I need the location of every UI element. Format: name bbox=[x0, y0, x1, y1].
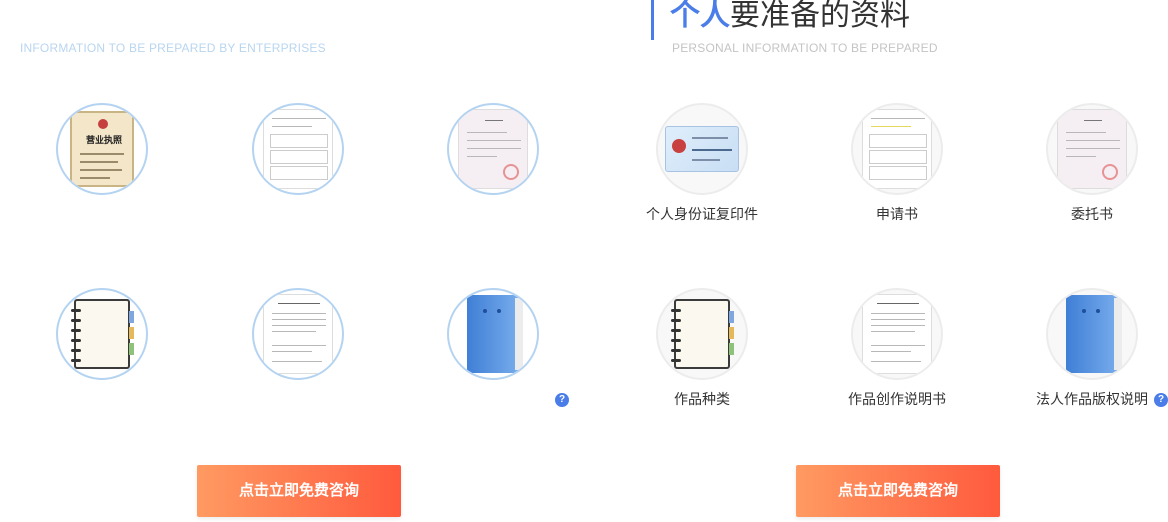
personal-item-id-copy: 个人身份证复印件 bbox=[612, 103, 792, 225]
notebook-icon bbox=[56, 288, 148, 380]
enterprise-item-business-license: 营业执照 bbox=[12, 103, 192, 195]
enterprise-item-application-form bbox=[208, 103, 388, 195]
description-document-icon bbox=[252, 288, 344, 380]
enterprise-item-description bbox=[208, 288, 388, 380]
help-icon[interactable]: ? bbox=[1154, 393, 1168, 407]
help-icon[interactable]: ? bbox=[555, 393, 569, 407]
power-of-attorney-icon bbox=[1046, 103, 1138, 195]
personal-title: 个人要准备的资料 bbox=[670, 0, 910, 36]
application-form-icon bbox=[252, 103, 344, 195]
enterprise-item-work-type bbox=[12, 288, 192, 380]
power-of-attorney-icon bbox=[447, 103, 539, 195]
license-heading: 营业执照 bbox=[85, 136, 122, 146]
title-accent-bar bbox=[651, 0, 654, 40]
blue-folder-icon bbox=[1046, 288, 1138, 380]
free-consult-button-personal[interactable]: 点击立即免费咨询 bbox=[796, 465, 1000, 517]
item-label: 委托书 bbox=[1071, 207, 1113, 223]
item-label: 个人身份证复印件 bbox=[646, 207, 758, 223]
item-label: 作品种类 bbox=[674, 392, 730, 408]
personal-item-description: 作品创作说明书 bbox=[807, 288, 987, 410]
enterprise-subtitle: INFORMATION TO BE PREPARED BY ENTERPRISE… bbox=[20, 41, 326, 55]
personal-item-power-of-attorney: 委托书 bbox=[1002, 103, 1168, 225]
personal-section: 个人要准备的资料 PERSONAL INFORMATION TO BE PREP… bbox=[584, 0, 1168, 522]
application-form-icon bbox=[851, 103, 943, 195]
personal-item-work-type: 作品种类 bbox=[612, 288, 792, 410]
item-label: 作品创作说明书 bbox=[848, 392, 946, 408]
enterprise-item-power-of-attorney bbox=[403, 103, 583, 195]
enterprise-section: INFORMATION TO BE PREPARED BY ENTERPRISE… bbox=[12, 41, 583, 517]
enterprise-item-copyright bbox=[403, 288, 583, 380]
blue-folder-icon bbox=[447, 288, 539, 380]
personal-title-highlight: 个人 bbox=[670, 0, 730, 33]
personal-subtitle: PERSONAL INFORMATION TO BE PREPARED bbox=[672, 41, 938, 55]
item-label: 申请书 bbox=[876, 207, 918, 223]
personal-item-application: 申请书 bbox=[807, 103, 987, 225]
notebook-icon bbox=[656, 288, 748, 380]
personal-title-rest: 要准备的资料 bbox=[730, 0, 910, 33]
description-document-icon bbox=[851, 288, 943, 380]
personal-item-copyright: 法人作品版权说明 bbox=[1002, 288, 1168, 410]
free-consult-button-enterprise[interactable]: 点击立即免费咨询 bbox=[197, 465, 401, 517]
id-card-icon bbox=[656, 103, 748, 195]
business-license-icon: 营业执照 bbox=[56, 103, 148, 195]
item-label: 法人作品版权说明 bbox=[1036, 392, 1148, 408]
